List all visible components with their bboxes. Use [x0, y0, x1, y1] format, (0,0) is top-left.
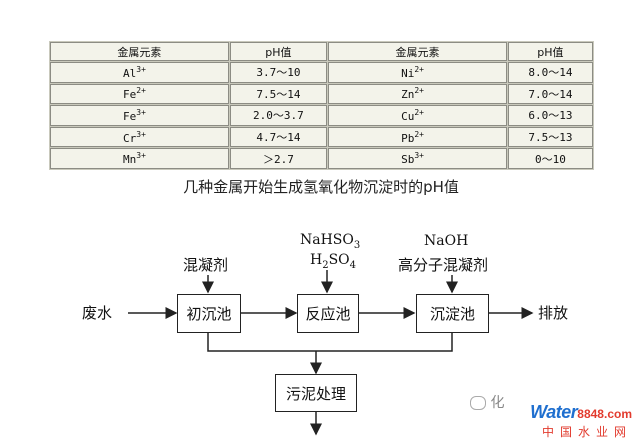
metal-charge: 2+ [414, 107, 424, 117]
metal-cell: Fe2+ [50, 83, 229, 105]
metal-charge: 3+ [136, 107, 146, 117]
ph-cell: 7.0～14 [507, 83, 593, 105]
metal-symbol: Al [123, 66, 137, 80]
ph-cell: 2.0～3.7 [229, 105, 328, 126]
metal-charge: 3+ [414, 151, 424, 161]
ph-cell: 7.5～13 [507, 126, 593, 148]
reagent-coagulant: 混凝剂 [183, 256, 229, 274]
metal-symbol: Fe [123, 88, 137, 102]
sludge-collection-line [207, 332, 453, 352]
metal-cell: Ni2+ [328, 62, 507, 83]
metal-cell: Cr3+ [50, 126, 229, 148]
metal-cell: Mn3+ [50, 148, 229, 169]
nahso3-sub: 3 [353, 239, 361, 251]
reagent-h2so4: H2SO4 [310, 252, 356, 271]
metal-symbol: Mn [123, 153, 137, 167]
ph-cell: 6.0～13 [507, 105, 593, 126]
metal-charge: 3+ [136, 129, 146, 139]
wechat-text: 化 [490, 395, 505, 411]
primary-tank-label: 初沉池 [186, 305, 232, 323]
settling-tank-box: 沉淀池 [416, 294, 489, 333]
metal-cell: Zn2+ [328, 83, 507, 105]
ph-cell: 4.7～14 [229, 126, 328, 148]
nahso3-text: NaHSO [300, 232, 354, 248]
ph-cell: 0～10 [507, 148, 593, 169]
table-caption: 几种金属开始生成氢氧化物沉淀时的pH值 [183, 178, 459, 196]
reaction-tank-label: 反应池 [305, 305, 351, 323]
metal-cell: Pb2+ [328, 126, 507, 148]
metal-charge: 2+ [414, 86, 424, 96]
metal-charge: 3+ [136, 151, 146, 161]
settling-tank-label: 沉淀池 [429, 305, 475, 323]
metal-symbol: Pb [401, 131, 415, 145]
table-header-row: 金属元素 pH值 金属元素 pH值 [50, 42, 593, 61]
wechat-watermark: 化 [470, 392, 504, 412]
logo-number: 8848 [577, 407, 604, 421]
reagent-nahso3: NaHSO3 [300, 232, 360, 251]
logo-chinese: 中国水业网 [541, 425, 632, 439]
header-metal-1: 金属元素 [50, 42, 229, 61]
metal-symbol: Ni [401, 66, 415, 80]
h2so4-sub2: 4 [349, 259, 357, 271]
metal-charge: 2+ [414, 129, 424, 139]
h2so4-so: SO [328, 252, 350, 268]
metal-symbol: Cu [401, 109, 415, 123]
header-ph-2: pH值 [507, 42, 593, 61]
metal-charge: 3+ [136, 64, 146, 74]
reagent-polymer-coagulant: 高分子混凝剂 [398, 256, 489, 274]
metal-cell: Sb3+ [328, 148, 507, 169]
h2so4-h: H [310, 252, 323, 268]
sludge-treatment-label: 污泥处理 [285, 384, 346, 403]
reagent-naoh: NaOH [424, 233, 469, 249]
sludge-treatment-box: 污泥处理 [275, 374, 357, 412]
h2so4-sub1: 2 [322, 259, 329, 271]
logo-domain: .com [603, 407, 632, 421]
output-label: 排放 [538, 304, 569, 322]
metal-symbol: Zn [401, 88, 415, 102]
metal-symbol: Fe [123, 109, 137, 123]
metal-symbol: Cr [123, 131, 137, 145]
header-ph-1: pH值 [229, 42, 328, 61]
reaction-tank-box: 反应池 [297, 294, 359, 333]
ph-cell: 3.7～10 [229, 62, 328, 83]
wechat-icon [470, 396, 486, 410]
header-metal-2: 金属元素 [328, 42, 507, 61]
metal-charge: 2+ [414, 64, 424, 74]
metal-cell: Cu2+ [328, 105, 507, 126]
metal-symbol: Sb [401, 153, 415, 167]
metal-cell: Al3+ [50, 62, 229, 83]
logo-water-text: Water [530, 402, 578, 422]
ph-cell: 8.0～14 [507, 62, 593, 83]
metal-charge: 2+ [136, 86, 146, 96]
metal-cell: Fe3+ [50, 105, 229, 126]
water8848-logo: Water8848.com 中国水业网 [530, 402, 632, 440]
ph-cell: ＞2.7 [229, 148, 328, 169]
primary-tank-box: 初沉池 [177, 294, 241, 333]
ph-cell: 7.5～14 [229, 83, 328, 105]
input-label: 废水 [82, 304, 113, 322]
